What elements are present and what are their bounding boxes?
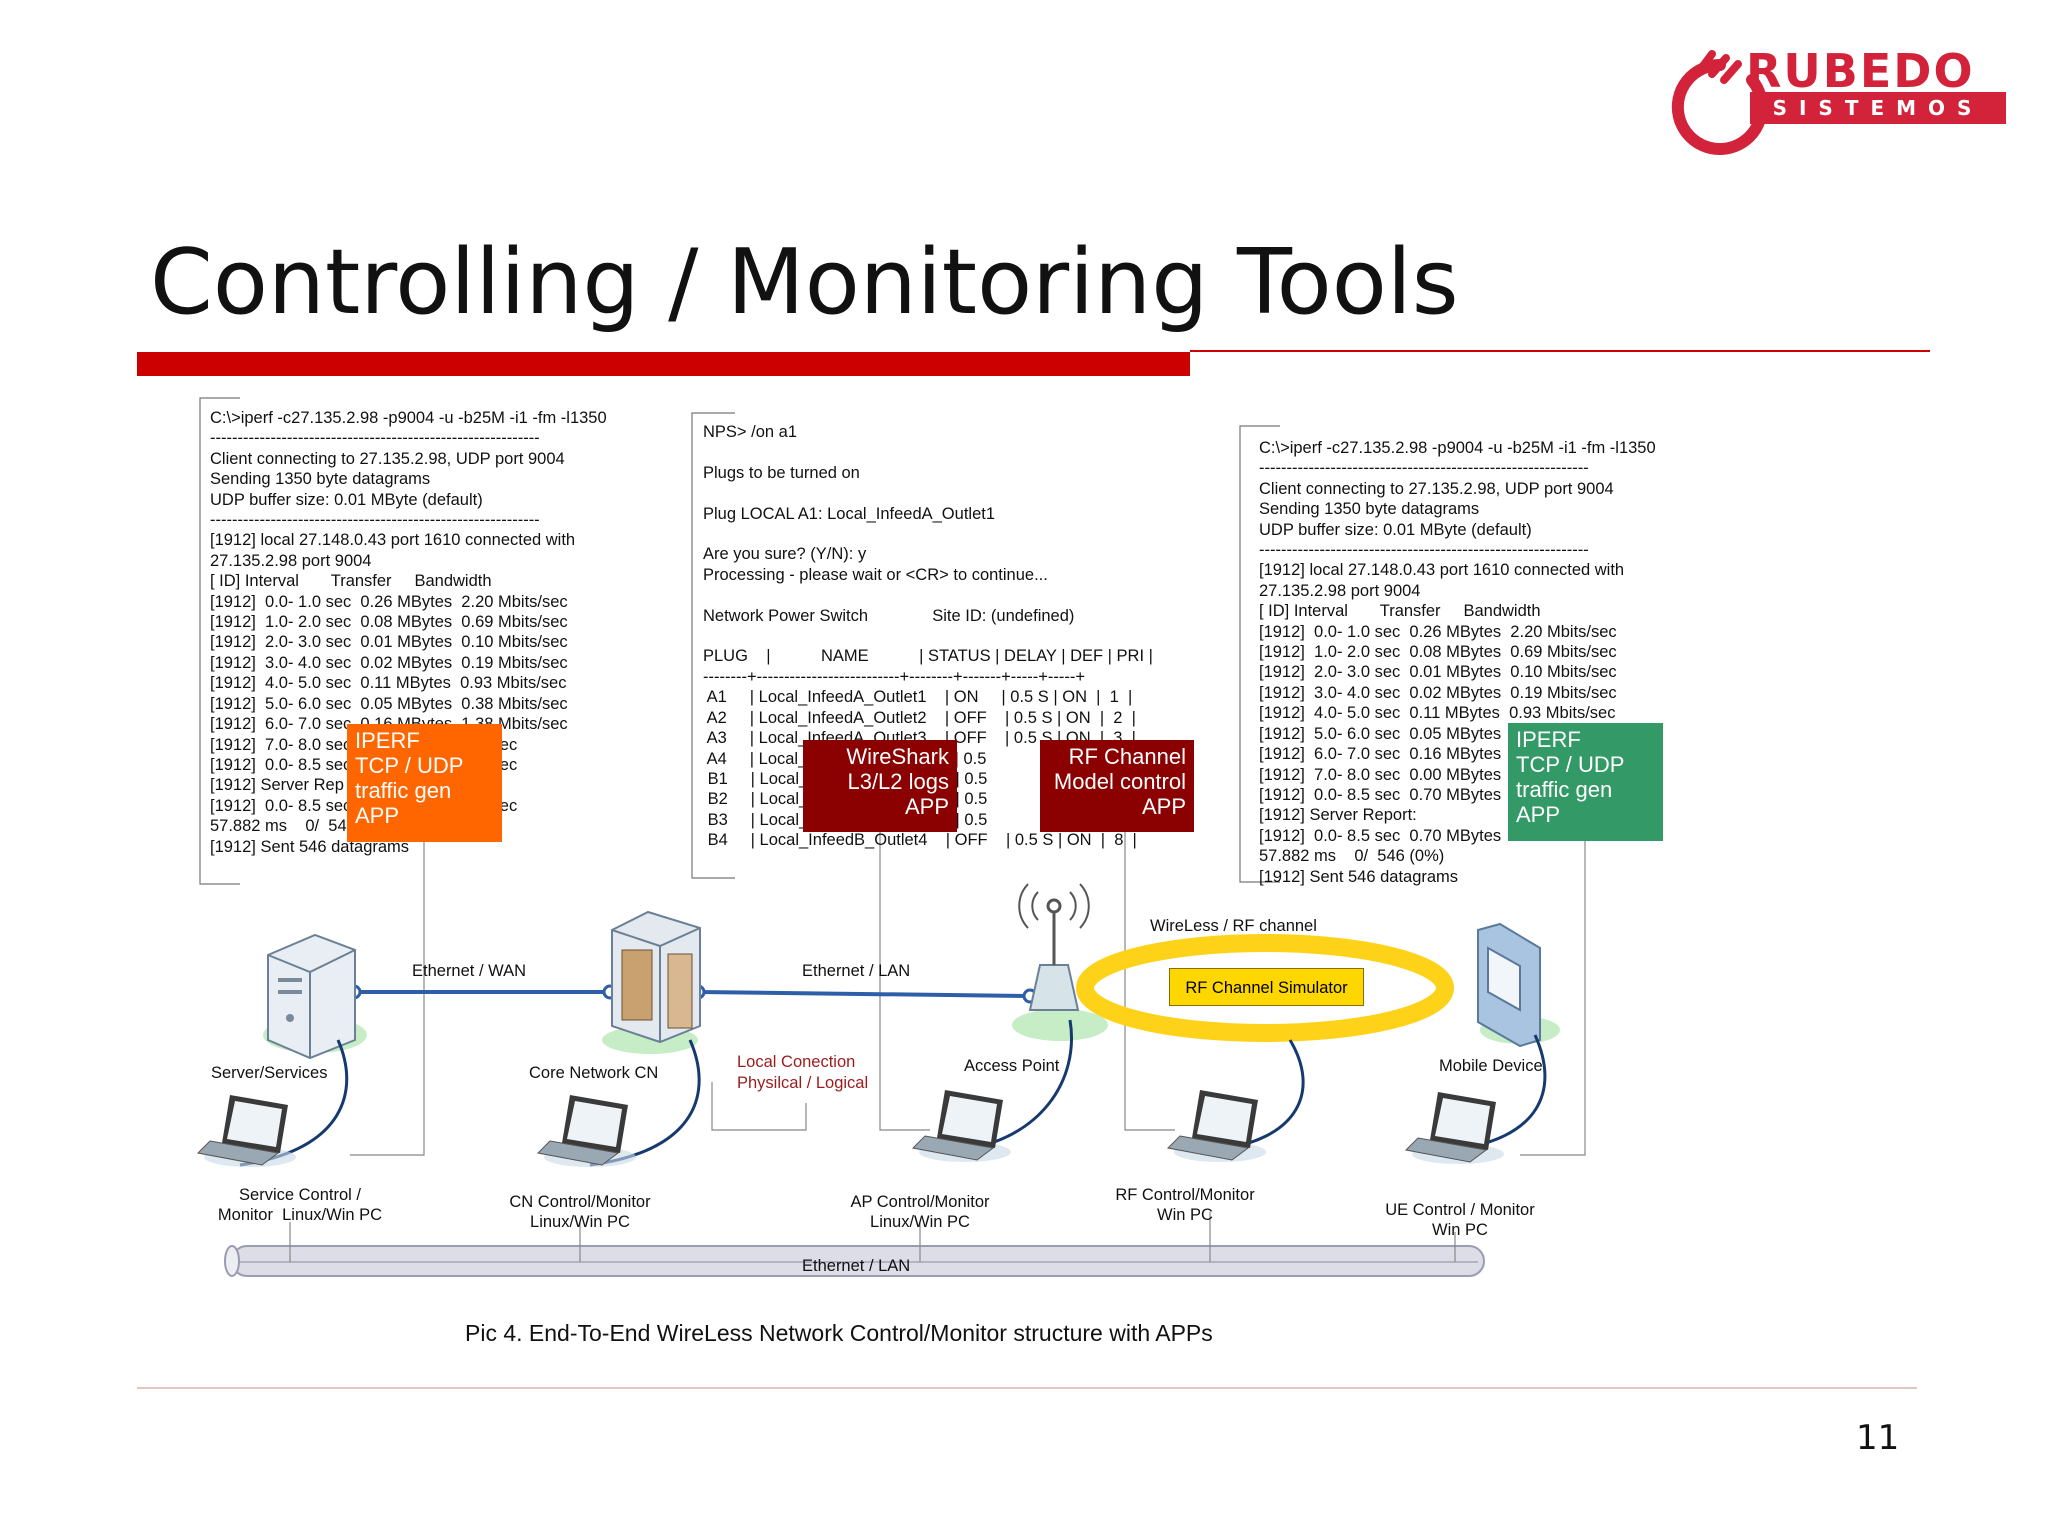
connector-wireshark: [879, 832, 930, 1131]
connector-rf-app: [1124, 832, 1175, 1131]
ethernet-lan-bus: [224, 1245, 1485, 1277]
laptop-ue-icon: [1404, 1092, 1504, 1164]
ethernet-lan-link: [697, 990, 1031, 998]
label-ap-pc: AP Control/Monitor Linux/Win PC: [850, 1193, 990, 1231]
app-wireshark: WireShark L3/L2 logs APP: [803, 740, 957, 832]
server-icon: [263, 933, 367, 1060]
label-mobile-device: Mobile Device: [1439, 1057, 1543, 1075]
page-number: 11: [1856, 1418, 1900, 1458]
core-network-icon: [602, 910, 701, 1054]
laptop-cn-icon: [536, 1095, 636, 1167]
label-wireless-rf: WireLess / RF channel: [1150, 917, 1317, 935]
connector-iperf-left: [350, 842, 425, 1156]
app-iperf-left: IPERF TCP / UDP traffic gen APP: [347, 724, 502, 842]
access-point-icon: [1012, 883, 1108, 1041]
label-ethernet-lan: Ethernet / LAN: [802, 962, 911, 980]
label-service-pc: Service Control / Monitor Linux/Win PC: [217, 1186, 383, 1224]
rf-channel-ellipse: [1076, 934, 1454, 1042]
terminal-mid-bracket: [691, 412, 735, 879]
connector-iperf-right: [1520, 841, 1586, 1156]
footer-rule: [137, 1387, 1917, 1389]
terminal-left-bracket: [199, 397, 240, 885]
terminal-iperf-right: C:\>iperf -c27.135.2.98 -p9004 -u -b25M …: [1259, 439, 1656, 886]
label-local-connection: Local Conection Physilcal / Logical: [737, 1053, 869, 1092]
logo-subtitle: SISTEMOS: [1750, 92, 2006, 124]
title-underline-thin: [1190, 350, 1930, 352]
label-ue-pc: UE Control / Monitor Win PC: [1385, 1201, 1535, 1239]
laptop-rf-icon: [1166, 1090, 1266, 1162]
app-iperf-right: IPERF TCP / UDP traffic gen APP: [1508, 723, 1663, 841]
label-cn-pc: CN Control/Monitor Linux/Win PC: [509, 1193, 651, 1231]
label-rf-pc: RF Control/Monitor Win PC: [1115, 1186, 1255, 1224]
label-ethernet-wan: Ethernet / WAN: [412, 962, 527, 980]
laptop-ap-icon: [911, 1090, 1011, 1162]
slide-title: Controlling / Monitoring Tools: [150, 230, 1459, 335]
label-access-point: Access Point: [964, 1057, 1060, 1075]
title-underline-thick: [137, 352, 1190, 376]
connector-local-conn: [711, 1082, 807, 1131]
laptop-service-icon: [196, 1095, 296, 1167]
label-server: Server/Services: [211, 1064, 328, 1082]
figure-caption: Pic 4. End-To-End WireLess Network Contr…: [465, 1320, 1213, 1346]
label-core-network: Core Network CN: [529, 1064, 659, 1082]
label-ethernet-lan-bus: Ethernet / LAN: [802, 1257, 911, 1275]
terminal-iperf-left: C:\>iperf -c27.135.2.98 -p9004 -u -b25M …: [210, 409, 607, 856]
terminal-right-bracket: [1239, 425, 1280, 883]
app-rf-channel: RF Channel Model control APP: [1040, 740, 1194, 832]
mobile-device-icon: [1477, 922, 1560, 1048]
logo-name: RUBEDO: [1746, 44, 1975, 98]
rf-channel-simulator: RF Channel Simulator: [1169, 968, 1364, 1006]
terminal-nps: NPS> /on a1 Plugs to be turned on Plug L…: [703, 423, 1153, 850]
